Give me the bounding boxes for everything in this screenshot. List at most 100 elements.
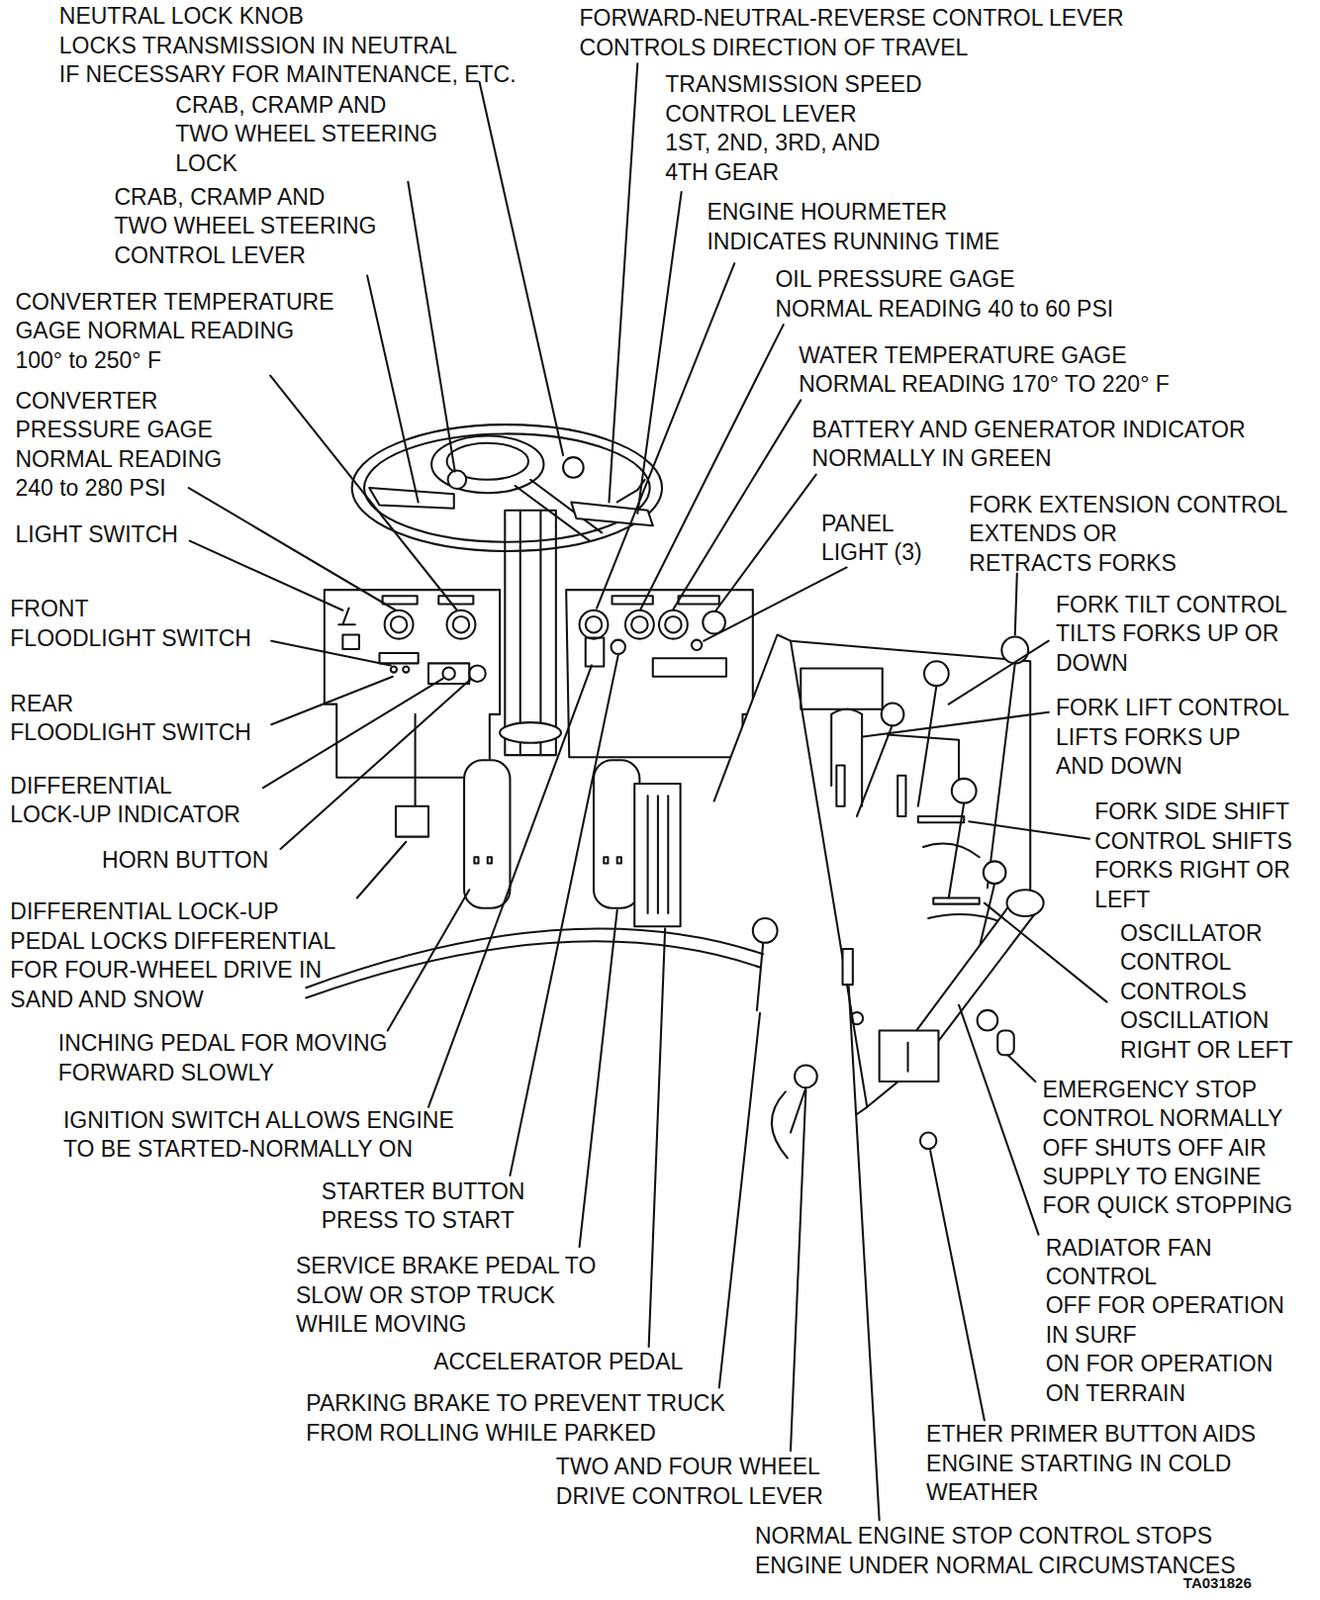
label-line: PRESS TO START (321, 1206, 526, 1235)
fork-control-console-part (790, 641, 1031, 1108)
callout-label: OSCILLATOR CONTROL CONTROLS OSCILLATION … (1120, 919, 1294, 1065)
label-line: TA031826 (1183, 1574, 1252, 1593)
right-dash-panel-part (631, 616, 648, 633)
pedals (464, 759, 681, 927)
callout-label: WATER TEMPERATURE GAGE NORMAL READING 17… (798, 341, 1170, 400)
label-line: CONTROL SHIFTS (1094, 827, 1293, 856)
leader-lines-part (672, 399, 801, 609)
right-dash-panel-part (653, 658, 727, 677)
left-dash-panel-part (324, 589, 500, 778)
label-line: OFF FOR OPERATION (1045, 1291, 1285, 1320)
label-line: ENGINE UNDER NORMAL CIRCUMSTANCES (754, 1551, 1236, 1581)
label-line: STARTER BUTTON (321, 1177, 526, 1207)
label-line: REAR (9, 689, 252, 719)
pedals-part (647, 795, 650, 914)
leader-lines-part (428, 664, 592, 1107)
label-line: PARKING BRAKE TO PREVENT TRUCK (305, 1389, 725, 1418)
callout-label: ENGINE HOURMETER INDICATES RUNNING TIME (706, 197, 1000, 257)
label-line: LEFT (1094, 885, 1293, 915)
label-line: CONTROL (1120, 947, 1294, 977)
right-dash-panel-part (585, 616, 602, 633)
fork-control-console-part (918, 685, 938, 807)
steering-wheel-part (448, 471, 468, 490)
left-dash-panel-part (438, 595, 473, 604)
label-line: IF NECESSARY FOR MAINTENANCE, ETC. (59, 60, 517, 90)
label-line: OFF SHUTS OFF AIR (1042, 1133, 1294, 1163)
right-dash-panel-part (565, 589, 754, 757)
left-dash-panel-part (378, 653, 418, 663)
callout-label: ETHER PRIMER BUTTON AIDS ENGINE STARTING… (926, 1419, 1256, 1508)
fork-control-console-part (924, 660, 949, 686)
steering-wheel-part (504, 510, 557, 755)
label-line: DIFFERENTIAL (9, 771, 241, 801)
pedals-part (634, 783, 680, 927)
pedals-part (603, 856, 608, 863)
fork-control-console-part (897, 775, 906, 817)
callout-label: FRONT FLOODLIGHT SWITCH (9, 594, 252, 654)
label-line: CONTROL LEVER (664, 99, 922, 129)
floor-controls-part (920, 1132, 937, 1149)
steering-wheel-part (570, 501, 653, 526)
cab-outline-part (771, 1091, 788, 1158)
label-line: FORK TILT CONTROL (1055, 590, 1288, 620)
label-line: PANEL (821, 509, 923, 539)
steering-wheel-part (539, 510, 542, 755)
leader-lines-part (281, 679, 472, 849)
fork-control-console-part (831, 709, 862, 807)
fork-control-console-part (1007, 889, 1044, 917)
leader-lines-part (984, 903, 1108, 1003)
callout-label: CRAB, CRAMP AND TWO WHEEL STEERING LOCK (175, 91, 438, 179)
pedals-part (666, 795, 669, 914)
label-line: SERVICE BRAKE PEDAL TO (295, 1251, 596, 1281)
label-line: LIFTS FORKS UP (1055, 723, 1290, 753)
leader-lines-part (271, 676, 393, 725)
leader-lines-part (188, 487, 396, 611)
leader-lines-part (930, 1150, 985, 1420)
leader-lines-part (649, 928, 665, 1347)
callout-label: PARKING BRAKE TO PREVENT TRUCK FROM ROLL… (305, 1389, 725, 1448)
label-line: CONVERTER TEMPERATURE (14, 287, 334, 317)
label-line: SAND AND SNOW (9, 985, 336, 1015)
leader-lines-part (579, 910, 618, 1247)
callout-label: TA031826 (1183, 1574, 1252, 1593)
callout-label: NORMAL ENGINE STOP CONTROL STOPS ENGINE … (754, 1521, 1236, 1581)
label-line: CONVERTER (14, 386, 222, 416)
leader-lines-part (958, 1005, 1038, 1235)
fork-control-console-part (836, 764, 845, 806)
label-line: NEUTRAL LOCK KNOB (59, 1, 517, 31)
fork-control-console-part (933, 897, 979, 904)
fork-control-console-part (879, 1030, 940, 1082)
label-line: FORWARD-NEUTRAL-REVERSE CONTROL LEVER (579, 3, 1125, 33)
leader-lines-part (1015, 573, 1018, 636)
callout-label: BATTERY AND GENERATOR INDICATOR NORMALLY… (812, 415, 1246, 474)
leader-lines-part (703, 566, 847, 641)
fork-control-console-part (800, 668, 882, 710)
cab-outline-part (305, 941, 760, 998)
label-line: NORMAL READING 170° TO 220° F (798, 370, 1170, 399)
fork-control-console-part (997, 1030, 1014, 1055)
fork-control-console-part (928, 914, 1005, 924)
fork-control-console-part (881, 703, 905, 727)
label-line: WHILE MOVING (295, 1310, 596, 1339)
label-line: FORKS RIGHT OR (1094, 855, 1293, 885)
leader-lines-part (1008, 1054, 1037, 1082)
fork-control-console-part (856, 724, 893, 817)
left-dash-panel-part (338, 608, 355, 625)
leader-lines-part (596, 263, 735, 608)
fork-control-console-part (987, 662, 1016, 888)
label-line: ON TERRAIN (1045, 1379, 1285, 1409)
right-dash-panel-part (664, 616, 681, 633)
steering-wheel-part (369, 487, 455, 509)
label-line: SUPPLY TO ENGINE (1042, 1162, 1294, 1192)
left-dash-panel-part (447, 610, 476, 640)
label-line: LOCKS TRANSMISSION IN NEUTRAL (59, 31, 517, 61)
label-line: FLOODLIGHT SWITCH (9, 624, 252, 654)
leader-lines-part (407, 182, 455, 472)
label-line: PRESSURE GAGE (14, 415, 222, 445)
label-line: DRIVE CONTROL LEVER (556, 1482, 824, 1511)
label-line: FOR FOUR-WHEEL DRIVE IN (9, 955, 336, 985)
leader-lines-part (790, 1089, 806, 1451)
label-line: RIGHT OR LEFT (1120, 1036, 1294, 1065)
leader-lines-part (271, 641, 391, 666)
